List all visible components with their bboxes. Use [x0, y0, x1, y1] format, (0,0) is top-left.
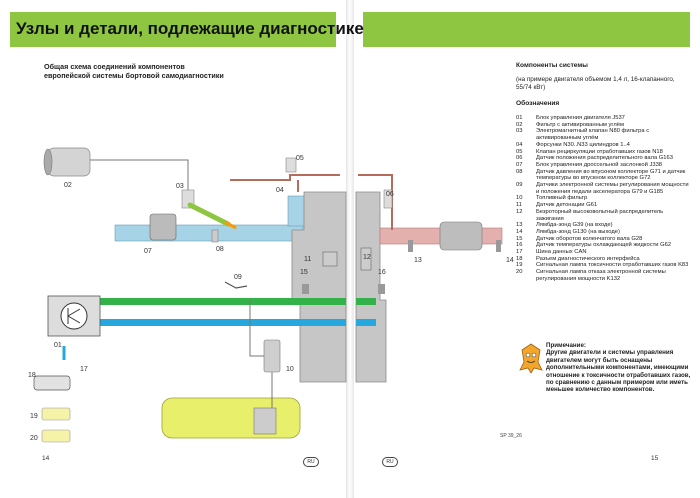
label-09: 09 [234, 274, 242, 281]
cable-green [100, 298, 346, 305]
legend-heading: Обозначения [516, 100, 560, 107]
egr-line [230, 174, 393, 230]
fuel-line [249, 300, 273, 408]
intake-manifold [114, 224, 304, 242]
pedal-sensor [224, 281, 248, 289]
label-04: 04 [276, 187, 284, 194]
components-subtitle: (на примере двигателя объемом 1,4 л, 16-… [516, 76, 675, 91]
cam-sensor [383, 189, 393, 209]
injector-tip [224, 220, 237, 230]
coolant-sensor [378, 284, 385, 294]
note-title: Примечание: [546, 342, 586, 349]
injector [187, 202, 231, 227]
charcoal-line [90, 159, 189, 190]
label-06: 06 [386, 191, 394, 198]
cable-green-right [356, 298, 376, 305]
egr-valve [285, 157, 297, 173]
crank-sensor [302, 284, 309, 294]
label-12: 12 [363, 254, 371, 261]
ecu-transistor [67, 308, 81, 324]
epc-lamp [41, 429, 71, 443]
engine-block-right [355, 191, 387, 383]
emission-lamp [41, 407, 71, 421]
charcoal-filter [47, 147, 91, 177]
label-16: 16 [378, 269, 386, 276]
map-sensor [211, 229, 219, 243]
label-11: 11 [304, 256, 311, 263]
label-02: 02 [64, 182, 72, 189]
ignition-distributor [360, 247, 372, 271]
label-05: 05 [296, 155, 304, 162]
label-18: 18 [28, 372, 36, 379]
cable-blue [100, 319, 346, 326]
cable-blue-right [356, 319, 376, 326]
label-01: 01 [54, 342, 62, 349]
label-10: 10 [286, 366, 294, 373]
label-17: 17 [80, 366, 88, 373]
label-19: 19 [30, 413, 38, 420]
label-20: 20 [30, 435, 38, 442]
fuel-tank [161, 397, 301, 439]
note-box: Примечание: Другие двигатели и системы у… [546, 342, 691, 394]
ecu-icon [60, 302, 88, 330]
label-08: 08 [216, 246, 224, 253]
label-13: 13 [414, 257, 422, 264]
figure-reference: SP 39_26 [500, 433, 522, 439]
page-number-right: 15 [651, 455, 659, 462]
lambda-sensor-upstream [408, 240, 413, 252]
catalytic-converter [439, 221, 483, 251]
charcoal-filter-cap [43, 148, 53, 176]
diagnostic-connector [33, 375, 71, 391]
language-badge-right: RU [382, 457, 398, 467]
page-number-left: 14 [42, 455, 50, 462]
mascot-icon [519, 343, 543, 374]
label-14: 14 [506, 257, 514, 264]
header-bar [10, 12, 336, 47]
knock-sensor [322, 251, 338, 267]
page-gutter [346, 0, 354, 498]
page-title: Узлы и детали, подлежащие диагностике [16, 19, 364, 38]
fuel-filter [263, 339, 281, 373]
header-bar-right [363, 12, 690, 47]
fuel-pump [253, 407, 277, 435]
lambda-sensor-downstream [496, 240, 501, 252]
diagram-title: Общая схема соединений компонентов европ… [44, 62, 224, 80]
label-03: 03 [176, 183, 184, 190]
note-text: Другие двигатели и системы управления дв… [546, 349, 691, 394]
components-heading: Компоненты системы [516, 62, 588, 69]
throttle-body [149, 213, 177, 241]
label-15: 15 [300, 269, 308, 276]
language-badge-left: RU [303, 457, 319, 467]
label-07: 07 [144, 248, 152, 255]
